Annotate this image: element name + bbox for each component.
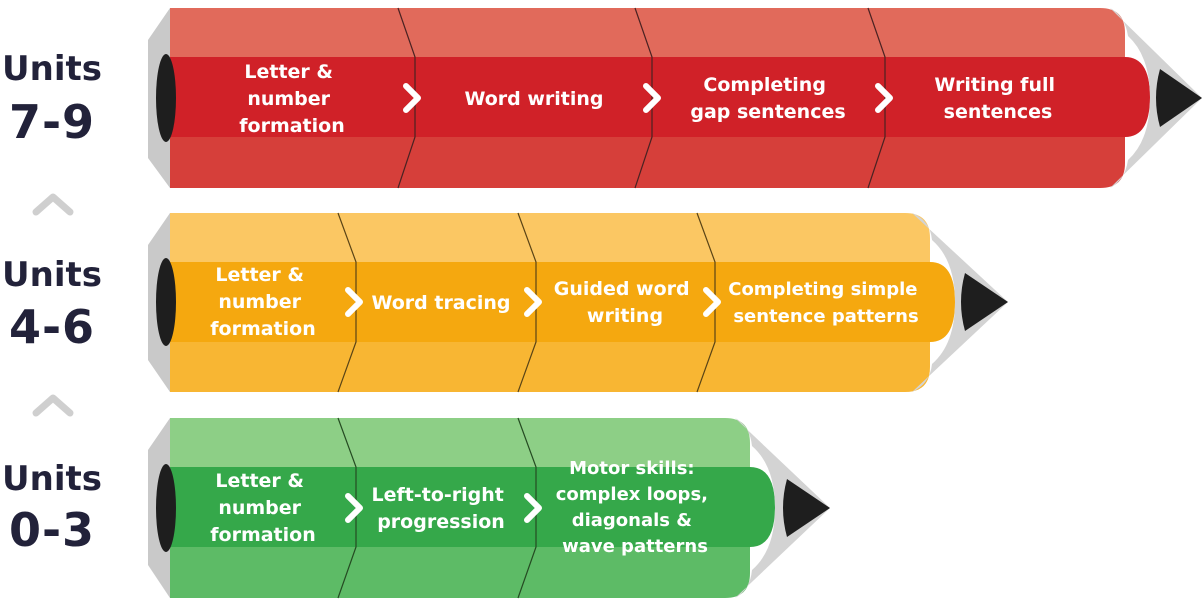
chevron-right-icon <box>875 83 893 113</box>
step-word-tracing: Word tracing <box>371 292 510 314</box>
pencil-bottom-stripe <box>170 547 750 598</box>
pencil-middle-stripe <box>170 467 775 547</box>
unit-label-range: 0-3 <box>9 503 95 557</box>
pencil-wood-cone <box>912 213 1008 392</box>
step-completing-gap-sentences: Completing gap sentences <box>690 74 845 123</box>
chevron-right-icon <box>403 83 421 113</box>
unit-label-units-4-6: Units 4-6 <box>2 255 102 354</box>
chevron-right-icon <box>345 287 363 317</box>
step-motor-skills: Motor skills: complex loops, diagonals &… <box>556 458 715 557</box>
pencil-graphite-tip <box>961 273 1008 331</box>
chevron-up-icon <box>32 193 74 216</box>
section-divider <box>634 7 653 189</box>
step-guided-word-writing: Guided word writing <box>554 278 697 327</box>
step-word-writing: Word writing <box>464 88 603 110</box>
chevron-right-icon <box>524 287 542 317</box>
chevron-right-icon <box>524 493 542 523</box>
pencil-top-stripe <box>170 418 750 467</box>
pencil-graphite-tip <box>783 479 830 537</box>
step-letter-number-formation: Letter & number formation <box>210 264 315 340</box>
pencil-end-eraser <box>156 54 176 142</box>
unit-label-units-0-3: Units 0-3 <box>2 459 102 557</box>
chevron-up-icon <box>32 394 74 417</box>
unit-label-range: 4-6 <box>9 300 95 354</box>
pencil-graphite-tip <box>1156 69 1202 127</box>
pencil-end-eraser <box>156 464 176 552</box>
step-letter-number-formation: Letter & number formation <box>210 470 315 546</box>
pencil-units-0-3 <box>148 417 830 599</box>
chevron-right-icon <box>643 83 661 113</box>
step-writing-full-sentences: Writing full sentences <box>934 74 1061 123</box>
chevron-right-icon <box>345 493 363 523</box>
pencil-wood-cone <box>735 418 830 598</box>
unit-label-word: Units <box>2 49 102 89</box>
chevron-right-icon <box>703 287 721 317</box>
pencil-top-stripe <box>170 8 1125 57</box>
step-letter-number-formation: Letter & number formation <box>239 61 344 137</box>
pencil-middle-stripe <box>170 262 955 342</box>
pencil-bottom-stripe <box>170 342 930 392</box>
pencil-top-stripe <box>170 213 930 262</box>
step-completing-simple-sentence-patterns: Completing simple sentence patterns <box>728 279 924 327</box>
unit-label-range: 7-9 <box>9 95 95 149</box>
step-left-to-right-progression: Left-to-right progression <box>372 484 511 533</box>
unit-label-units-7-9: Units 7-9 <box>2 49 102 149</box>
pencil-end-eraser <box>156 258 176 346</box>
unit-label-word: Units <box>2 459 102 499</box>
pencil-bottom-stripe <box>170 137 1125 188</box>
unit-label-word: Units <box>2 255 102 295</box>
